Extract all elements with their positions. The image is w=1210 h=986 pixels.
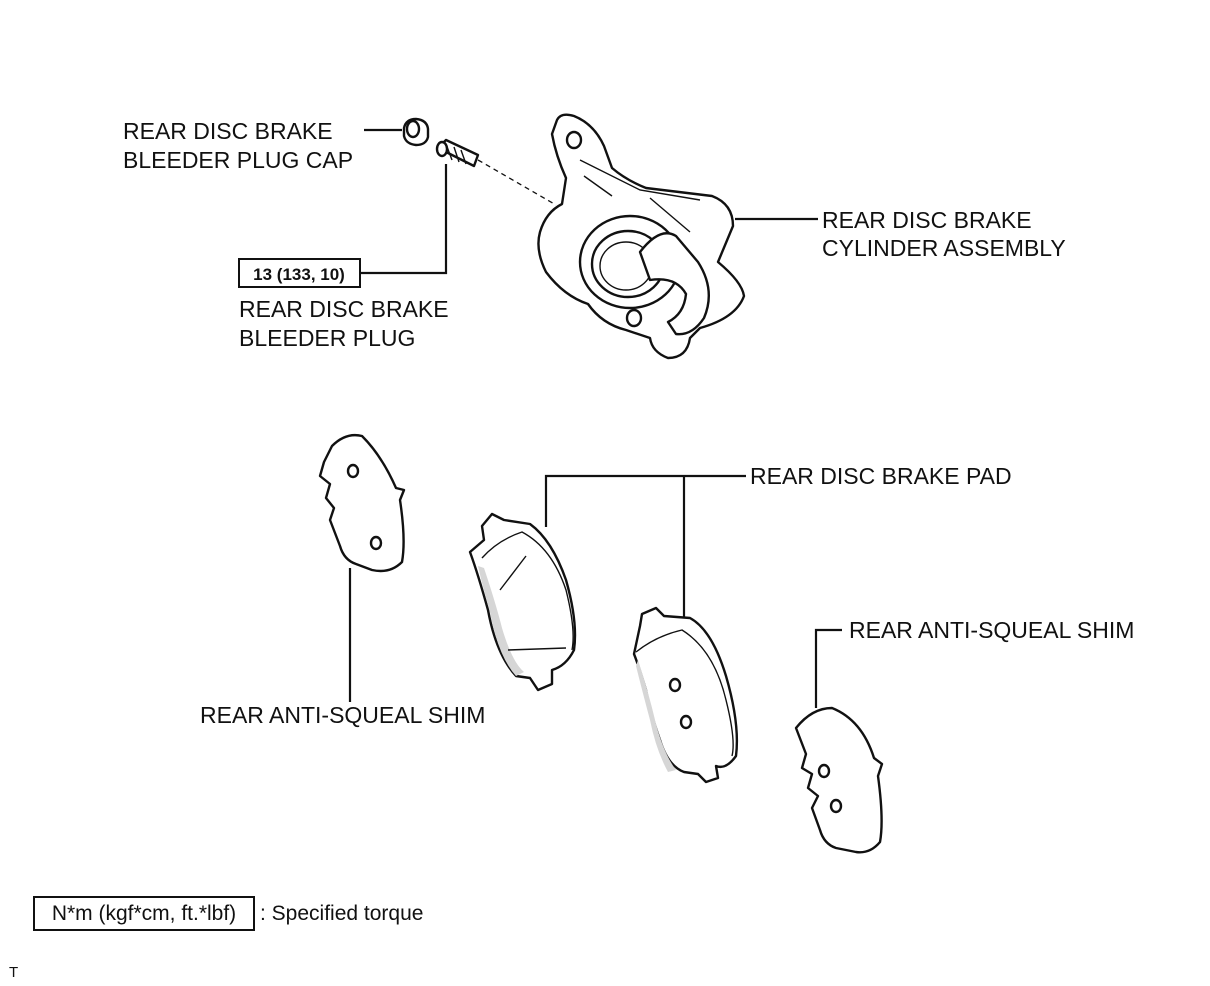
torque-value: 13 (133, 10) bbox=[253, 265, 345, 284]
label-cylinder-line2: CYLINDER ASSEMBLY bbox=[822, 235, 1066, 261]
rear-anti-squeal-shim-right bbox=[794, 706, 884, 854]
label-bleeder-plug-cap-line1: REAR DISC BRAKE bbox=[123, 118, 333, 144]
torque-value-box bbox=[238, 258, 361, 288]
torque-legend: N*m (kgf*cm, ft.*lbf) : Specified torque bbox=[33, 896, 423, 931]
leader-lines bbox=[348, 128, 842, 708]
bleeder-axis-line bbox=[477, 159, 557, 206]
legend-box bbox=[33, 896, 255, 931]
legend-box-text: N*m (kgf*cm, ft.*lbf) bbox=[52, 902, 236, 925]
label-bleeder-plug-line1: REAR DISC BRAKE bbox=[239, 296, 449, 322]
label-brake-pad: REAR DISC BRAKE PAD bbox=[750, 463, 1012, 489]
footer-mark: T bbox=[9, 964, 18, 981]
label-shim-right: REAR ANTI-SQUEAL SHIM bbox=[849, 617, 1134, 643]
legend-description: : Specified torque bbox=[260, 902, 423, 925]
bleeder-plug bbox=[435, 138, 480, 168]
rear-anti-squeal-shim-left bbox=[318, 433, 406, 573]
label-cylinder-line1: REAR DISC BRAKE bbox=[822, 207, 1032, 233]
label-shim-left: REAR ANTI-SQUEAL SHIM bbox=[200, 702, 485, 728]
rear-disc-brake-pad-2 bbox=[632, 606, 739, 784]
rear-disc-brake-pad-1 bbox=[468, 512, 577, 692]
rear-disc-brake-cylinder-assembly bbox=[537, 113, 746, 360]
bleeder-plug-cap bbox=[402, 117, 430, 147]
label-bleeder-plug-cap-line2: BLEEDER PLUG CAP bbox=[123, 147, 353, 173]
label-bleeder-plug-line2: BLEEDER PLUG bbox=[239, 325, 415, 351]
